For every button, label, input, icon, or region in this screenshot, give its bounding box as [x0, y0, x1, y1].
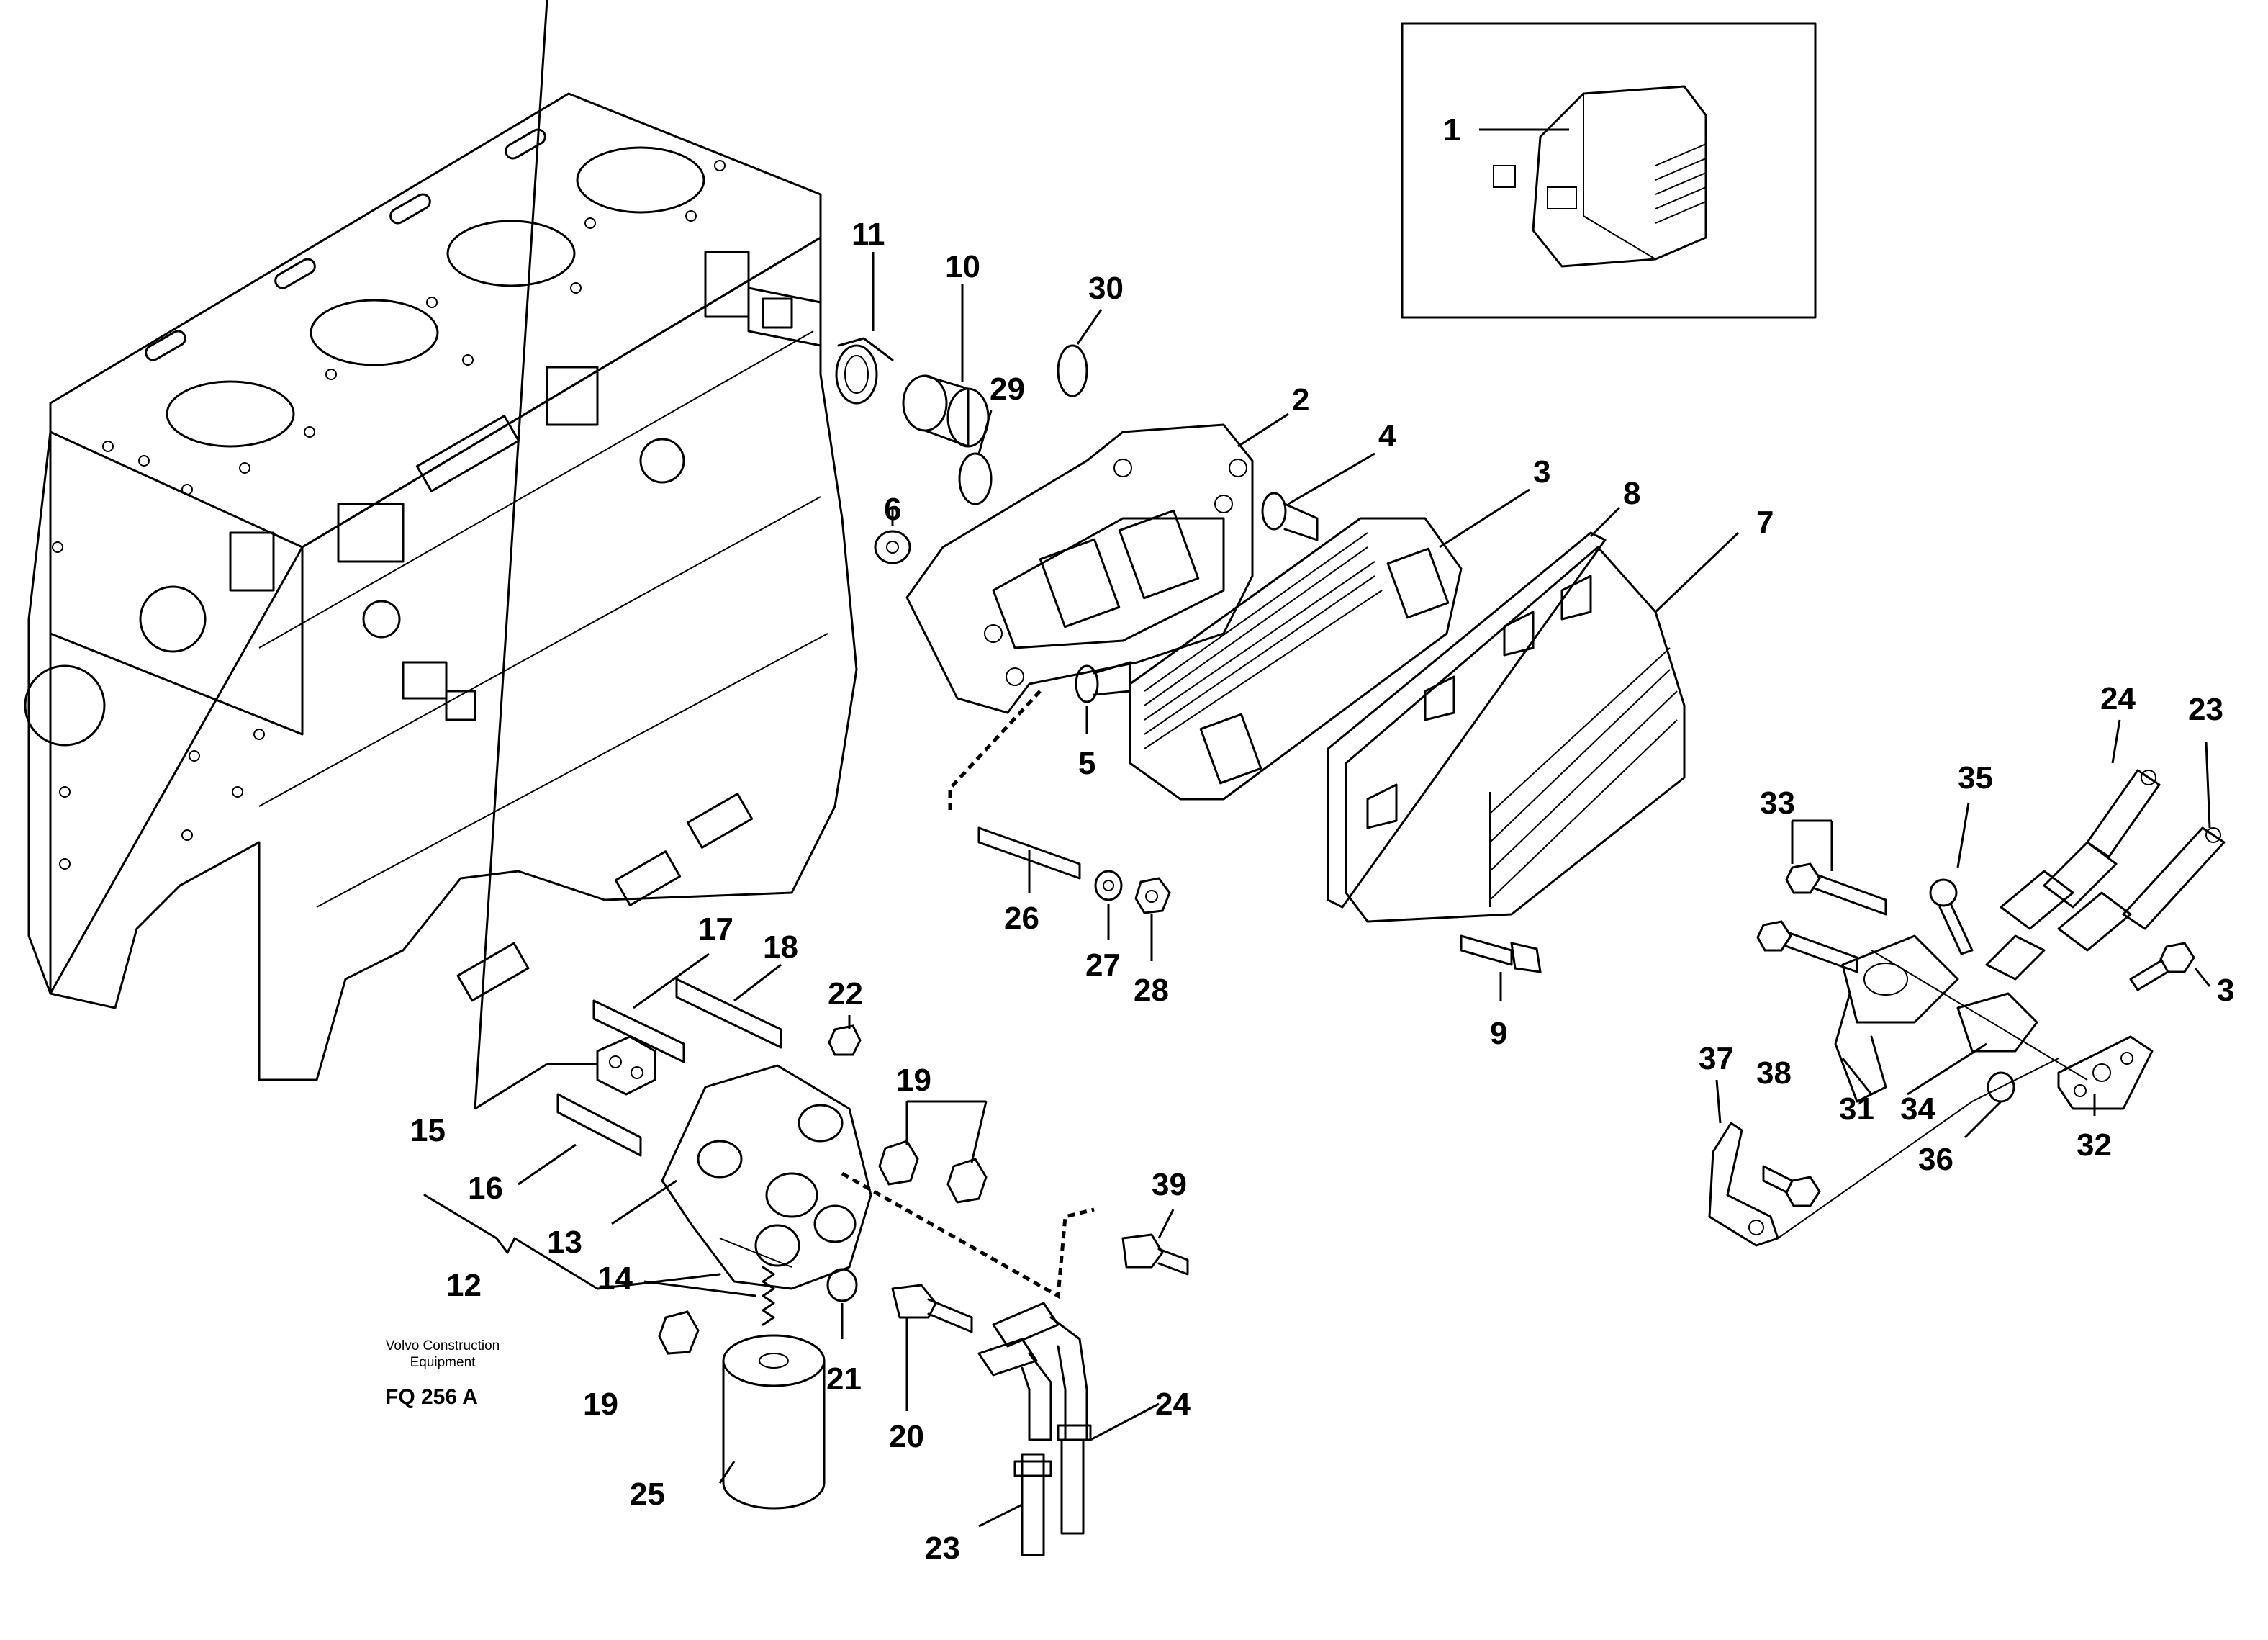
- callout-34: 34: [1900, 1091, 1935, 1127]
- nut-6: [874, 530, 911, 564]
- callout-6: 6: [884, 492, 901, 527]
- engine-block: [24, 92, 858, 1081]
- hose-fittings-23-24-right: [1985, 769, 2226, 981]
- gasket-15: [596, 1035, 656, 1096]
- callout-30: 30: [1088, 271, 1124, 306]
- bolt-3-right: [2129, 942, 2195, 991]
- oil-cooler-3: [1129, 517, 1463, 801]
- callout-23-lower: 23: [925, 1531, 960, 1566]
- company-name-line1: Volvo Construction: [386, 1338, 500, 1353]
- callout-10: 10: [945, 249, 980, 284]
- washer-27: [1094, 870, 1123, 901]
- adapter-20: [891, 1284, 973, 1333]
- callout-33: 33: [1760, 785, 1795, 821]
- callout-36: 36: [1918, 1142, 1953, 1177]
- callout-9: 9: [1490, 1016, 1507, 1051]
- callout-21: 21: [826, 1361, 862, 1397]
- callout-11: 11: [851, 217, 885, 252]
- o-ring-29: [958, 452, 993, 505]
- cylinder-bore-4: [576, 146, 705, 214]
- o-ring-4: [1261, 492, 1319, 541]
- callout-8: 8: [1623, 476, 1640, 511]
- callout-16: 16: [468, 1171, 503, 1206]
- callout-38: 38: [1756, 1055, 1792, 1091]
- callout-7: 7: [1756, 505, 1774, 540]
- stud-17: [592, 999, 685, 1063]
- callout-23-right: 23: [2188, 692, 2223, 727]
- stud-26: [977, 826, 1081, 880]
- callout-numbers: 11 10 30 29 2 4 3 8 7 6 5 9 26 27 28 17 …: [410, 217, 2234, 1566]
- callout-25: 25: [630, 1477, 665, 1512]
- cylinder-bore-2: [310, 299, 439, 366]
- callout-32: 32: [2077, 1127, 2112, 1163]
- callout-1: 1: [1443, 112, 1460, 148]
- flange-34: [1956, 992, 2038, 1053]
- callout-24-lower: 24: [1155, 1387, 1191, 1422]
- callout-18: 18: [763, 929, 798, 965]
- stud-18: [675, 978, 782, 1049]
- dashed-assembly-line-26: [948, 690, 1042, 814]
- bolt-38: [1762, 1165, 1821, 1207]
- callout-31: 31: [1839, 1091, 1874, 1127]
- filter-head-13: [661, 1064, 872, 1290]
- gasket-8: [1327, 531, 1607, 909]
- dashed-assembly-line-39: [841, 1171, 1095, 1299]
- nut-28: [1134, 877, 1171, 914]
- gasket-32: [2057, 1035, 2154, 1110]
- bolt-9: [1460, 934, 1542, 973]
- leader-lines: [474, 0, 2211, 1528]
- bracket-37: [1708, 1122, 1779, 1247]
- callout-24-right: 24: [2100, 681, 2136, 716]
- bolt-35: [1929, 878, 1974, 955]
- figure-caption: Volvo Construction Equipment FQ 256 A: [385, 1338, 500, 1409]
- cover-7: [1345, 546, 1686, 923]
- plug-22: [828, 1024, 862, 1056]
- flange-pipe-31: [1834, 934, 1959, 1103]
- callout-3: 3: [1533, 454, 1550, 490]
- stud-16: [556, 1093, 642, 1157]
- nipple-10: [902, 374, 990, 448]
- group-bracket-12: [423, 1194, 599, 1290]
- callout-15: 15: [410, 1113, 446, 1148]
- callout-39: 39: [1152, 1167, 1187, 1202]
- callout-5: 5: [1078, 746, 1095, 781]
- oil-cooler-assembly-thumbnail: [1493, 85, 1707, 268]
- callout-29: 29: [990, 371, 1025, 407]
- o-ring-30: [1057, 344, 1088, 397]
- filter-25: [722, 1334, 826, 1510]
- sensor-39: [1121, 1233, 1189, 1276]
- callout-28: 28: [1134, 973, 1169, 1008]
- callout-4: 4: [1378, 418, 1396, 454]
- washer-21: [826, 1268, 858, 1302]
- company-name-line2: Equipment: [410, 1355, 476, 1370]
- callout-37: 37: [1699, 1041, 1734, 1076]
- callout-3-right: 3: [2217, 973, 2234, 1008]
- callout-12: 12: [446, 1268, 482, 1303]
- cylinder-bore-3: [446, 220, 576, 287]
- callout-26: 26: [1004, 901, 1039, 936]
- figure-code: FQ 256 A: [385, 1385, 478, 1409]
- spring-14: [762, 1266, 775, 1326]
- bolts-33: [1756, 862, 1887, 973]
- nut-19-lower: [658, 1310, 700, 1355]
- callout-27: 27: [1085, 947, 1121, 983]
- callout-19-upper: 19: [896, 1063, 931, 1098]
- callout-2: 2: [1292, 382, 1309, 418]
- nuts-19-upper: [878, 1140, 988, 1204]
- callout-22: 22: [828, 976, 863, 1012]
- gasket-5: [1075, 661, 1131, 703]
- callout-20: 20: [889, 1419, 924, 1454]
- callout-19-lower: 19: [583, 1387, 618, 1422]
- callout-14: 14: [597, 1261, 633, 1296]
- hose-clamp-11: [835, 337, 894, 405]
- callout-13: 13: [547, 1225, 582, 1260]
- callout-35: 35: [1958, 760, 1993, 796]
- callout-17: 17: [698, 911, 733, 947]
- cylinder-bore-1: [166, 380, 295, 448]
- hose-fittings-23-24-lower: [977, 1302, 1092, 1556]
- inset-assembly-box: 1: [1401, 22, 1817, 319]
